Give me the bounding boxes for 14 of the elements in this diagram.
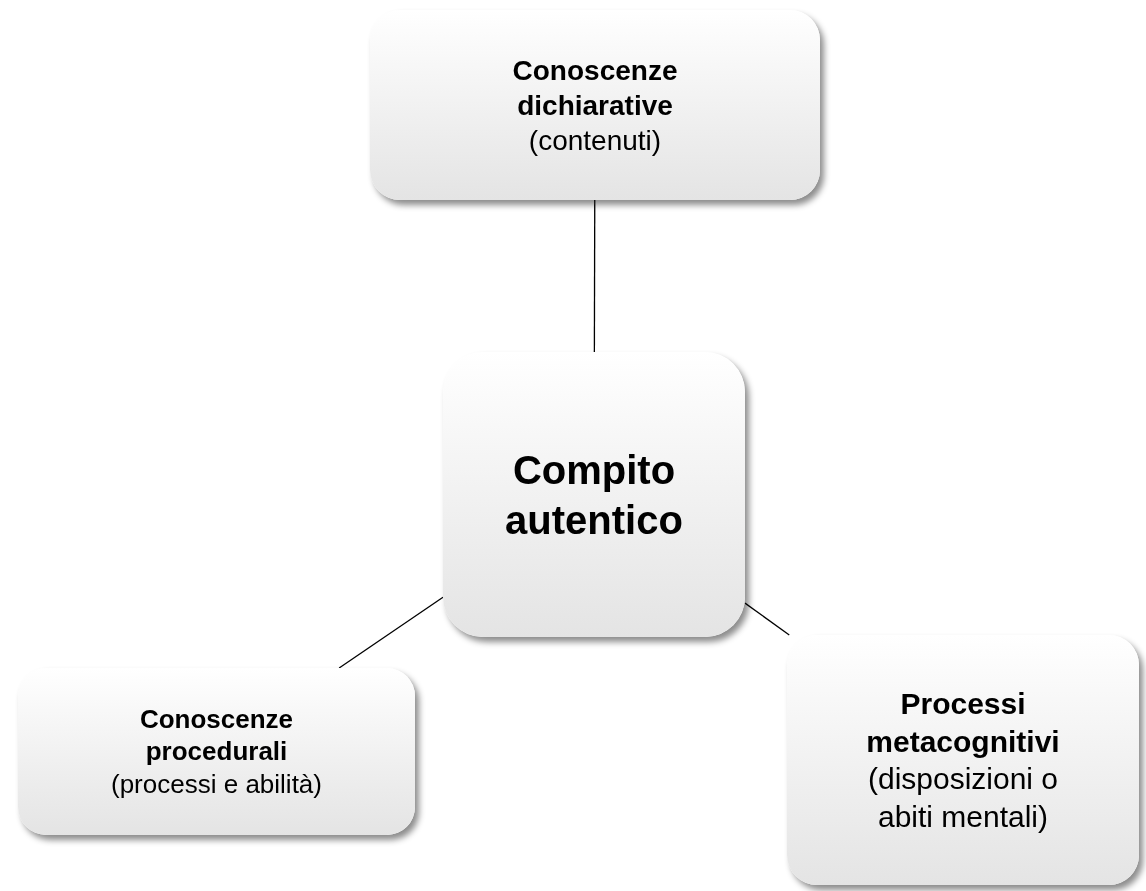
rounded-box — [787, 635, 1139, 885]
box-heading: Compito autentico — [504, 446, 684, 544]
box-heading: Processi metacognitivi — [865, 686, 1061, 760]
box-heading: Conoscenze procedurali — [138, 702, 295, 768]
connector-line — [593, 199, 596, 353]
box-subtext: (processi e abilità) — [111, 767, 322, 801]
connector-line — [338, 596, 444, 669]
box-subtext: (disposizioni o abiti mentali) — [866, 761, 1060, 835]
box-subtext: (contenuti) — [528, 123, 662, 158]
rounded-box — [18, 668, 415, 835]
rounded-box — [370, 10, 820, 200]
connector-line — [744, 602, 790, 636]
box-heading: Conoscenze dichiarative — [511, 53, 679, 123]
rounded-box — [443, 352, 745, 637]
